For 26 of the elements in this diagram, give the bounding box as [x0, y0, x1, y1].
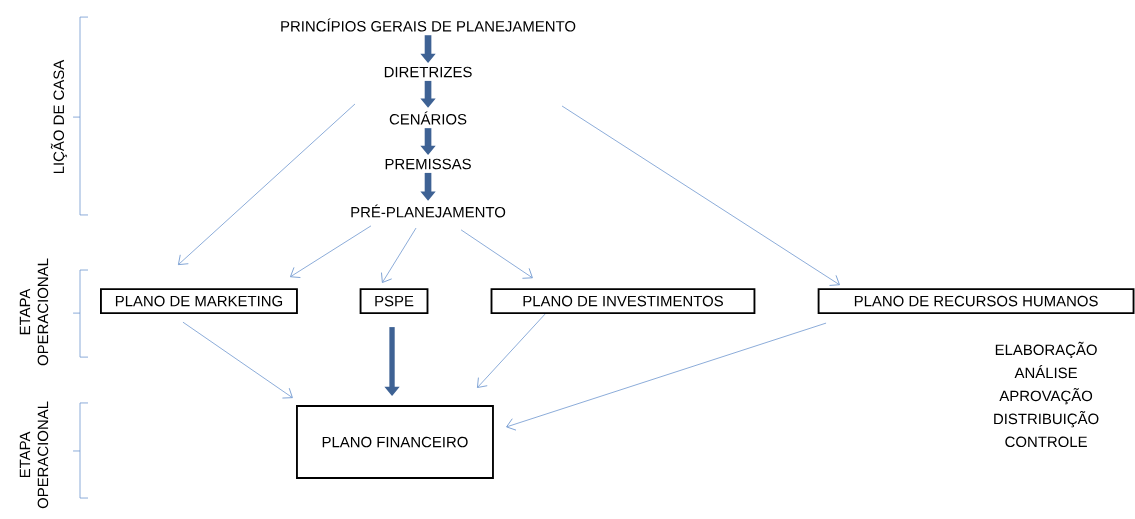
step-text: CENÁRIOS	[389, 111, 467, 125]
process-box: PLANO FINANCEIRO	[296, 405, 494, 479]
arrow	[506, 322, 827, 431]
stage-text: CONTROLE	[1005, 436, 1087, 448]
arrow	[182, 321, 293, 399]
arrow	[290, 225, 372, 278]
process-box: PLANO DE MARKETING	[100, 288, 298, 315]
arrow	[460, 229, 533, 279]
step-text: PRINCÍPIOS GERAIS DE PLANEJAMENTO	[281, 18, 576, 32]
stage-text: APROVAÇÃO	[999, 388, 1093, 405]
side-label: ETAPA OPERACIONAL	[19, 401, 49, 509]
process-box: PSPE	[359, 288, 429, 315]
arrow	[381, 227, 417, 283]
stage-text: DISTRIBUIÇÃO	[994, 410, 1099, 428]
process-box: PLANO DE RECURSOS HUMANOS	[817, 288, 1135, 315]
side-label: LIÇÃO DE CASA	[50, 59, 68, 174]
arrow	[477, 313, 546, 388]
step-text: PRÉ-PLANEJAMENTO	[351, 204, 506, 218]
side-label: ETAPA OPERACIONAL	[19, 258, 49, 366]
arrow	[561, 105, 840, 286]
stage-text: ANÁLISE	[1014, 365, 1077, 379]
step-text: PREMISSAS	[385, 158, 471, 170]
process-box: PLANO DE INVESTIMENTOS	[490, 288, 756, 315]
step-text: DIRETRIZES	[384, 66, 472, 78]
arrow	[178, 103, 356, 266]
stage-text: ELABORAÇÃO	[995, 341, 1097, 359]
